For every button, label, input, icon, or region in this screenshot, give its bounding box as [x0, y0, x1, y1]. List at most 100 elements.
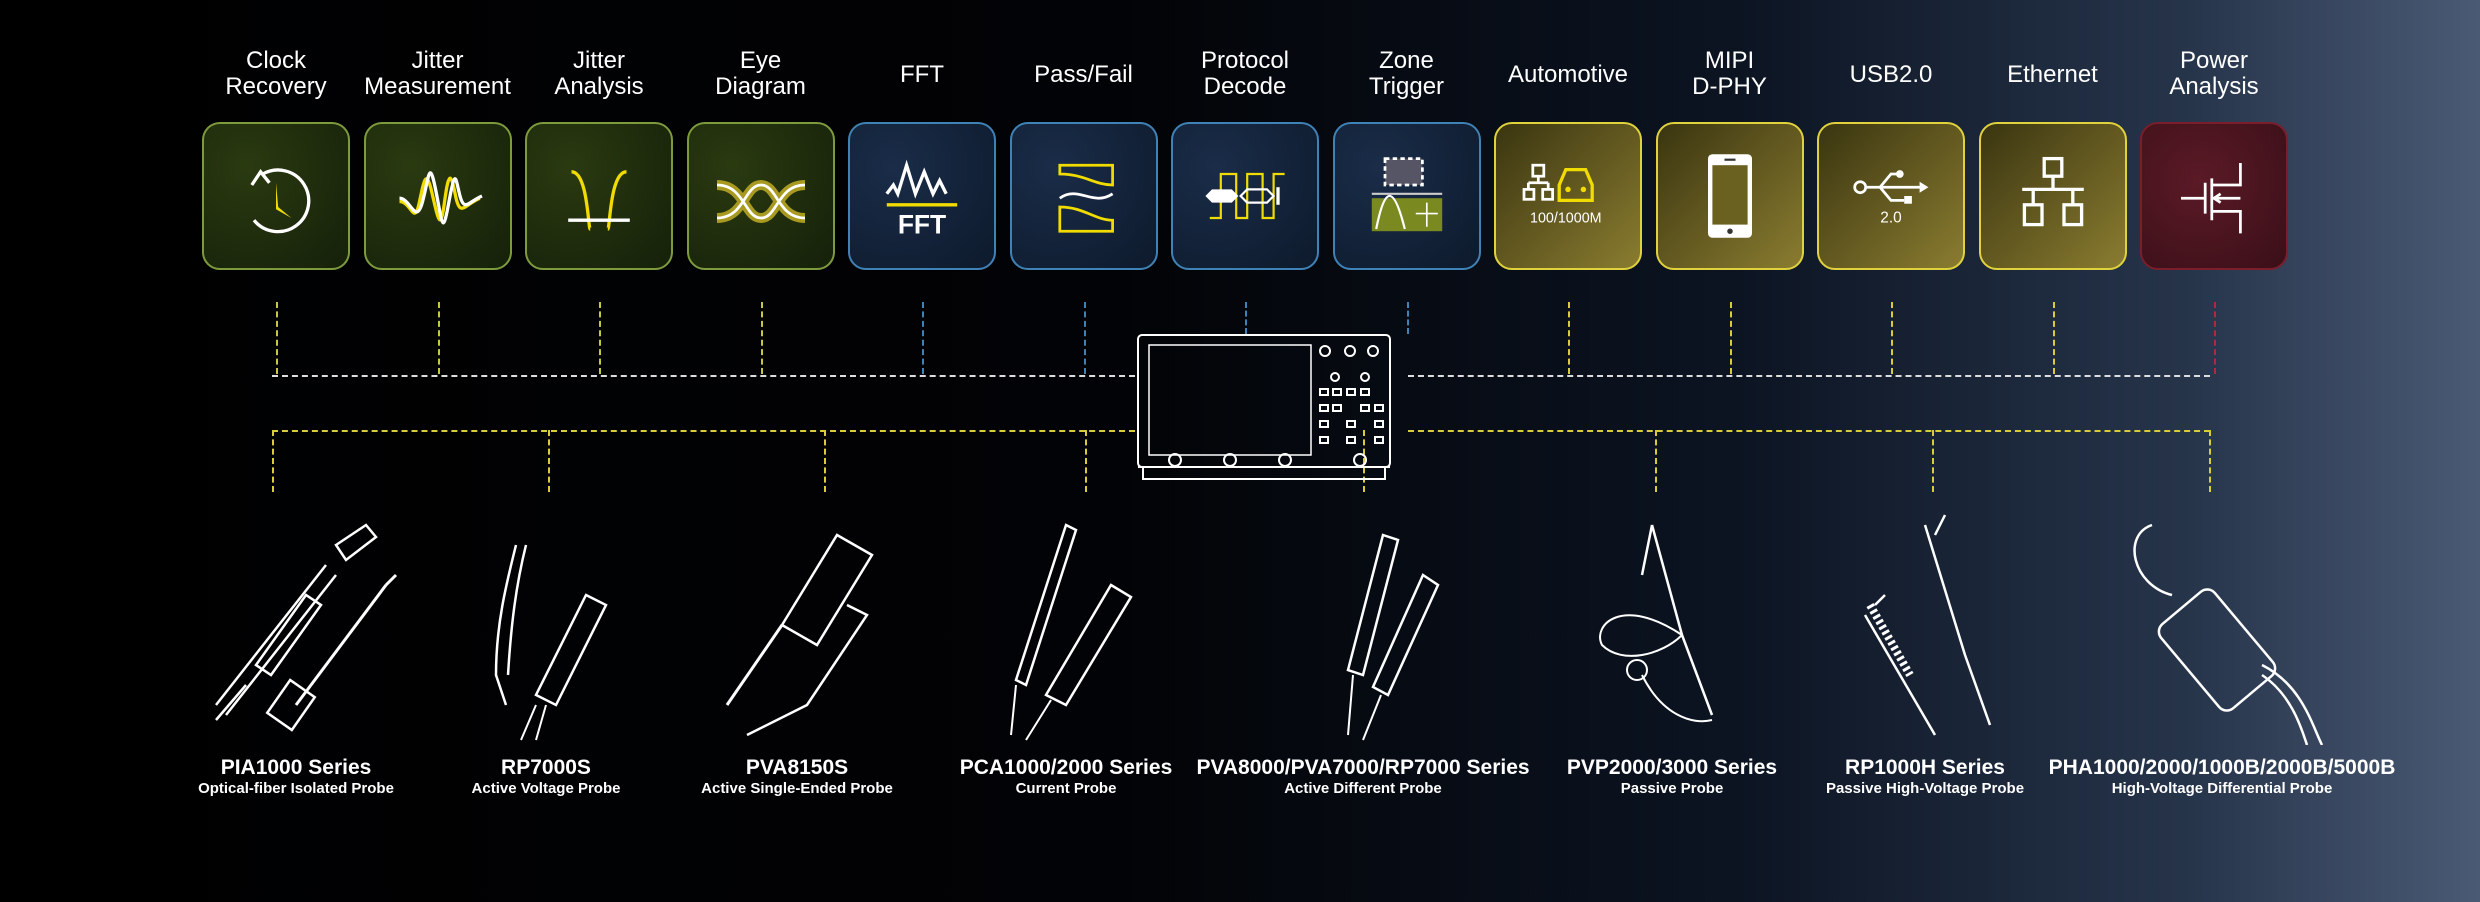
probe-name: RP7000S	[501, 756, 591, 779]
probe-image[interactable]	[186, 505, 406, 745]
probe-name: PHA1000/2000/1000B/2000B/5000B	[2048, 756, 2396, 779]
probe-image[interactable]	[1815, 505, 2035, 745]
probe-description: Current Probe	[1015, 780, 1117, 797]
mosfet-icon	[2181, 163, 2242, 234]
function-label: Automotive	[1507, 61, 1629, 88]
usb-icon: 2.0	[1853, 170, 1929, 226]
function-tile[interactable]	[1171, 122, 1319, 270]
function-tile[interactable]	[1655, 122, 1804, 270]
clock-recovery-icon	[250, 168, 311, 234]
function-tile[interactable]	[686, 122, 835, 270]
automotive-network-icon: 100/1000M	[1522, 163, 1602, 226]
probe-drawing-icon	[1863, 514, 1992, 736]
function-tile[interactable]	[2140, 122, 2288, 270]
probe-drawing-icon	[1346, 533, 1440, 741]
jitter-waveform-icon	[398, 171, 483, 225]
probe-description: Optical-fiber Isolated Probe	[198, 780, 394, 797]
probe-image[interactable]	[1562, 505, 1782, 745]
probe-description: Passive High-Voltage Probe	[1825, 780, 2025, 797]
probe-drawing-icon	[494, 544, 608, 741]
function-connector	[2214, 302, 2216, 374]
function-connector	[760, 302, 763, 374]
function-connector	[1406, 302, 1409, 334]
function-label: Protocol Decode	[1200, 47, 1290, 100]
zone-trigger-icon	[1371, 157, 1442, 232]
probe-image[interactable]	[2112, 505, 2332, 746]
probe-drawing-icon	[1010, 523, 1133, 741]
function-tile[interactable]: 2.0	[1817, 122, 1965, 270]
probe-image[interactable]	[687, 505, 907, 745]
oscilloscope-image	[1137, 334, 1391, 480]
probe-name: RP1000H Series	[1845, 756, 2005, 779]
function-label: FFT	[900, 61, 944, 88]
jitter-analysis-icon	[568, 170, 630, 231]
probe-description: Active Different Probe	[1284, 780, 1442, 797]
function-connector	[1891, 302, 1893, 374]
function-connector	[276, 302, 278, 374]
probe-name: PCA1000/2000 Series	[959, 756, 1173, 779]
function-label: Clock Recovery	[225, 47, 327, 100]
probe-connector	[824, 430, 826, 492]
probe-drawing-icon	[1599, 524, 1714, 723]
svg-text:FFT: FFT	[898, 209, 946, 239]
upper-connector-right	[1408, 375, 2210, 377]
eye-diagram-icon	[715, 180, 806, 223]
svg-text:2.0: 2.0	[1880, 209, 1901, 226]
probe-description: High-Voltage Differential Probe	[2111, 780, 2333, 797]
probe-connector	[1085, 430, 1087, 492]
probe-description: Passive Probe	[1620, 780, 1724, 797]
function-tile[interactable]	[1978, 122, 2127, 270]
probe-image[interactable]	[436, 505, 656, 745]
function-connector	[1083, 302, 1086, 374]
ethernet-network-icon	[2021, 156, 2084, 227]
pass-fail-mask-icon	[1057, 163, 1114, 233]
probe-image[interactable]	[1253, 505, 1473, 745]
probe-connector	[1932, 430, 1934, 492]
function-label: Pass/Fail	[1034, 61, 1133, 88]
probe-name: PVA8150S	[745, 756, 849, 779]
function-tile[interactable]	[202, 122, 350, 270]
lower-connector-right	[1408, 430, 2210, 432]
function-label: USB2.0	[1849, 61, 1933, 88]
function-connector	[437, 302, 440, 374]
function-label: Zone Trigger	[1368, 47, 1445, 100]
probe-connector	[1655, 430, 1657, 492]
function-connector	[1245, 302, 1247, 334]
function-tile[interactable]	[1332, 122, 1481, 270]
probe-connector	[548, 430, 550, 492]
function-connector	[1568, 302, 1570, 374]
probe-name: PIA1000 Series	[220, 756, 372, 779]
function-tile[interactable]	[1009, 122, 1158, 270]
function-tile[interactable]	[363, 122, 512, 270]
fft-icon: FFT	[885, 159, 958, 239]
probe-connector	[272, 430, 274, 492]
probe-drawing-icon	[2133, 523, 2324, 746]
probe-name: PVA8000/PVA7000/RP7000 Series	[1196, 756, 1530, 779]
function-tile[interactable]	[525, 122, 673, 270]
function-tile[interactable]: FFT	[848, 122, 996, 270]
probe-connector	[2209, 430, 2211, 492]
probe-description: Active Voltage Probe	[471, 780, 621, 797]
probe-name: PVP2000/3000 Series	[1566, 756, 1778, 779]
function-label: Jitter Analysis	[554, 47, 644, 100]
upper-connector-left	[272, 375, 1135, 377]
function-connector	[1729, 302, 1732, 374]
function-connector	[2052, 302, 2055, 374]
function-label: Ethernet	[2007, 61, 2098, 88]
function-connector	[922, 302, 924, 374]
phone-icon	[1707, 154, 1752, 238]
function-label: Jitter Measurement	[364, 47, 511, 100]
function-label: Eye Diagram	[715, 47, 806, 100]
probe-connector	[1363, 430, 1365, 492]
function-label: Power Analysis	[2169, 47, 2259, 100]
probe-drawing-icon	[215, 523, 398, 732]
svg-text:100/1000M: 100/1000M	[1530, 210, 1602, 226]
function-tile[interactable]: 100/1000M	[1494, 122, 1642, 270]
probe-image[interactable]	[956, 505, 1176, 745]
lower-connector-left	[272, 430, 1135, 432]
protocol-decode-icon	[1205, 172, 1285, 220]
probe-drawing-icon	[725, 533, 874, 737]
function-connector	[599, 302, 601, 374]
function-label: MIPI D-PHY	[1692, 47, 1767, 100]
probe-description: Active Single-Ended Probe	[701, 780, 893, 797]
